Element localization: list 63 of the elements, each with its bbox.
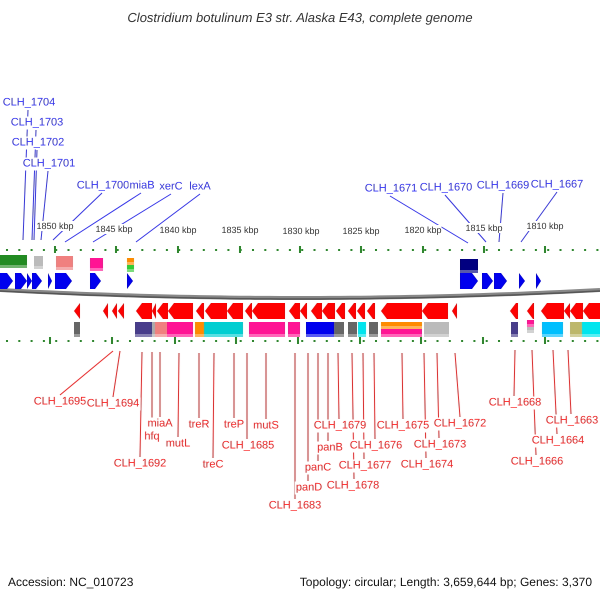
- genome-info-text: Topology: circular; Length: 3,659,644 bp; Genes: 3,370: [300, 575, 592, 590]
- leader-line: [390, 196, 468, 244]
- scale-label: 1820 kbp: [404, 225, 442, 235]
- leader-line: [338, 352, 340, 420]
- leader-line: [198, 352, 200, 418]
- gene-label: CLH_1703: [10, 116, 64, 130]
- leader-line: [112, 350, 120, 398]
- scale-label: 1845 kbp: [95, 224, 133, 234]
- leader-line: [246, 352, 248, 440]
- gene-label: CLH_1679: [312, 420, 368, 432]
- leader-line: [178, 352, 180, 438]
- gene-label: CLH_1678: [326, 480, 380, 492]
- gene-label: CLH_1671: [364, 182, 418, 196]
- gene-label: CLH_1701: [22, 158, 76, 170]
- scale-label: 1850 kbp: [36, 221, 74, 231]
- gene-label: CLH_1694: [86, 398, 140, 410]
- gene-label: CLH_1692: [112, 458, 168, 470]
- gene-label: CLH_1666: [510, 456, 564, 468]
- scale-label: 1835 kbp: [221, 225, 259, 235]
- gene-label: CLH_1674: [400, 458, 454, 472]
- gene-label: CLH_1669: [476, 180, 530, 192]
- genome-title: Clostridium botulinum E3 str. Alaska E43, complete genome: [126, 10, 474, 26]
- leader-line: [402, 352, 404, 420]
- leader-line: [294, 352, 296, 500]
- gene-label: panB: [316, 442, 344, 454]
- scale-label: 1830 kbp: [282, 226, 320, 236]
- scale-label: 1815 kbp: [465, 223, 503, 233]
- gene-label: miaA: [146, 418, 174, 430]
- leader-line: [140, 352, 142, 458]
- scale-label: 1825 kbp: [342, 226, 380, 236]
- leader-line: [514, 350, 516, 396]
- scale-label: 1840 kbp: [159, 225, 197, 235]
- accession-text: Accession: NC_010723: [8, 575, 134, 590]
- leader-line: [40, 170, 48, 240]
- gene-label: CLH_1664: [530, 434, 586, 448]
- gene-label: panD: [294, 482, 324, 494]
- gene-label: CLH_1677: [338, 460, 392, 472]
- gene-label: CLH_1670: [418, 182, 474, 194]
- gene-label: CLH_1673: [412, 438, 468, 452]
- gene-label: CLH_1675: [376, 420, 430, 432]
- leader-line: [64, 192, 142, 242]
- gene-label: CLH_1667: [530, 178, 584, 192]
- gene-label: CLH_1663: [544, 414, 600, 428]
- gene-label: CLH_1702: [10, 136, 66, 150]
- gene-label: CLH_1672: [432, 418, 488, 430]
- gene-label: hfq: [143, 430, 161, 444]
- gene-label: CLH_1695: [32, 396, 88, 408]
- leader-line: [60, 350, 114, 396]
- gene-label: panC: [304, 462, 332, 474]
- leader-line: [34, 150, 38, 240]
- gene-label: CLH_1685: [220, 440, 276, 452]
- gene-label: CLH_1704: [2, 96, 56, 110]
- leader-line: [212, 352, 214, 458]
- leader-line: [374, 352, 376, 440]
- scale-label: 1810 kbp: [526, 221, 564, 231]
- leader-line: [436, 352, 440, 438]
- gene-label: CLH_1676: [348, 440, 404, 452]
- leader-line: [136, 194, 200, 242]
- leader-line: [568, 350, 572, 414]
- gene-label: CLH_1668: [488, 396, 542, 410]
- leader-line: [454, 352, 460, 418]
- gene-label: CLH_1700: [76, 180, 130, 192]
- gene-label: CLH_1683: [268, 500, 322, 512]
